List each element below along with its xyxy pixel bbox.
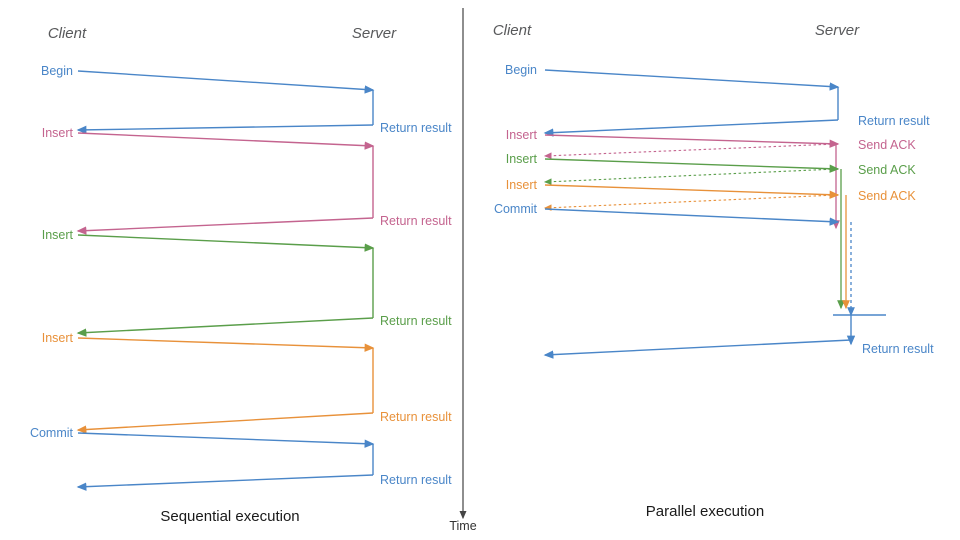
message-label-response-1: Return result — [380, 214, 452, 228]
message-label-response-4: Return result — [862, 342, 934, 356]
message-label-response-0: Return result — [380, 121, 452, 135]
panel-caption-parallel: Parallel execution — [646, 503, 764, 520]
request-arrow-3 — [77, 337, 375, 352]
message-label-request-1: Insert — [506, 128, 538, 142]
message-label-request-0: Begin — [505, 63, 537, 77]
lane-title-server-parallel: Server — [815, 22, 860, 39]
ack-arrow-2 — [543, 168, 837, 186]
response-arrow-4 — [76, 474, 374, 491]
response-arrow-0 — [543, 119, 839, 137]
time-axis: Time — [449, 8, 477, 533]
request-arrow-1 — [544, 134, 840, 148]
message-label-response-2: Send ACK — [858, 163, 916, 177]
response-arrow-4 — [543, 339, 852, 359]
response-arrow-3 — [76, 412, 374, 434]
ack-arrow-3 — [543, 194, 837, 212]
message-label-request-4: Commit — [30, 426, 74, 440]
message-label-request-2: Insert — [506, 152, 538, 166]
message-label-request-3: Insert — [506, 178, 538, 192]
request-arrow-3 — [544, 184, 840, 199]
message-label-response-4: Return result — [380, 473, 452, 487]
request-arrow-1 — [77, 132, 375, 150]
message-label-request-2: Insert — [42, 228, 74, 242]
message-label-request-3: Insert — [42, 331, 74, 345]
message-label-response-1: Send ACK — [858, 138, 916, 152]
lane-title-server-sequential: Server — [352, 25, 397, 42]
panel-caption-sequential: Sequential execution — [160, 508, 299, 525]
message-arrows-sequential — [76, 70, 375, 491]
request-arrow-2 — [77, 234, 375, 252]
message-label-response-0: Return result — [858, 114, 930, 128]
message-arrows-parallel — [543, 69, 852, 359]
message-label-response-3: Return result — [380, 410, 452, 424]
message-label-request-0: Begin — [41, 64, 73, 78]
message-label-response-3: Send ACK — [858, 189, 916, 203]
response-arrow-2 — [76, 317, 374, 337]
server-processing-tracks — [832, 144, 886, 346]
lane-title-client-sequential: Client — [48, 25, 87, 42]
lane-title-client-parallel: Client — [493, 22, 532, 39]
request-arrow-0 — [77, 70, 375, 94]
request-arrow-4 — [544, 208, 840, 226]
response-arrow-0 — [76, 124, 374, 135]
message-label-response-2: Return result — [380, 314, 452, 328]
request-arrow-0 — [544, 69, 840, 91]
request-arrow-2 — [544, 158, 840, 173]
message-label-request-1: Insert — [42, 126, 74, 140]
message-label-request-4: Commit — [494, 202, 538, 216]
time-axis-label: Time — [449, 519, 476, 533]
request-arrow-4 — [77, 432, 375, 448]
response-arrow-1 — [76, 217, 374, 235]
ack-arrow-1 — [543, 143, 837, 160]
